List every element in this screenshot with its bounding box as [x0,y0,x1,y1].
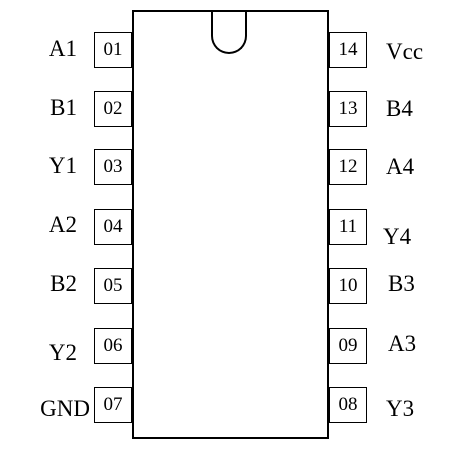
pin-label-gnd: GND [40,396,90,421]
pin-number-05: 05 [94,268,132,304]
pin-label-vcc: Vcc [386,39,424,64]
pin-number-03: 03 [94,149,132,185]
pin-label-y2: Y2 [48,340,77,365]
pin-label-y4: Y4 [383,224,412,249]
pin-number-14: 14 [329,32,367,68]
pin-label-b2: B2 [50,271,77,296]
pin-number-10: 10 [329,268,367,304]
pin-label-y3: Y3 [386,396,415,421]
pin-label-b1: B1 [50,95,77,120]
pin-number-06: 06 [94,328,132,364]
pin-number-01: 01 [94,32,132,68]
ic-package-body [132,10,329,439]
pin-number-09: 09 [329,328,367,364]
pin1-orientation-notch [211,10,247,54]
pin-label-a2: A2 [48,212,77,237]
pin-label-a1: A1 [48,36,77,61]
pin-number-07: 07 [94,387,132,423]
pin-number-11: 11 [329,209,367,245]
pin-number-12: 12 [329,149,367,185]
pin-label-a3: A3 [388,331,417,356]
pin-number-08: 08 [329,387,367,423]
pin-number-02: 02 [94,91,132,127]
pin-label-b4: B4 [386,96,413,121]
pin-number-04: 04 [94,209,132,245]
pin-label-a4: A4 [386,154,415,179]
pin-label-b3: B3 [388,271,415,296]
pin-label-y1: Y1 [48,153,77,178]
pin-number-13: 13 [329,91,367,127]
